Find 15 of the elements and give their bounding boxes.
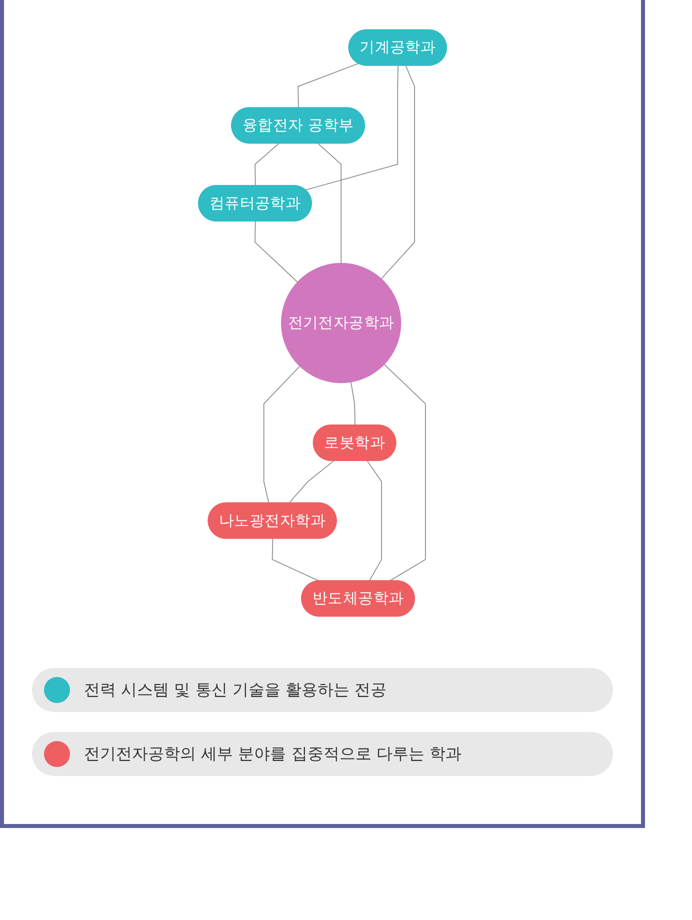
connector bbox=[305, 65, 398, 190]
connector bbox=[298, 63, 359, 108]
legend-text: 전력 시스템 및 통신 기술을 활용하는 전공 bbox=[84, 680, 387, 700]
connector bbox=[366, 460, 382, 582]
connector bbox=[384, 364, 426, 582]
connector bbox=[288, 460, 334, 504]
node-circle: 전기전자공학과 bbox=[281, 262, 402, 384]
connector bbox=[263, 366, 300, 504]
connector bbox=[380, 65, 415, 280]
connector bbox=[272, 538, 320, 582]
legend-text: 전기전자공학의 세부 분야를 집중적으로 다루는 학과 bbox=[84, 744, 462, 764]
connector bbox=[254, 143, 280, 186]
connector bbox=[318, 143, 342, 264]
connector bbox=[350, 381, 356, 426]
connector bbox=[254, 221, 298, 283]
